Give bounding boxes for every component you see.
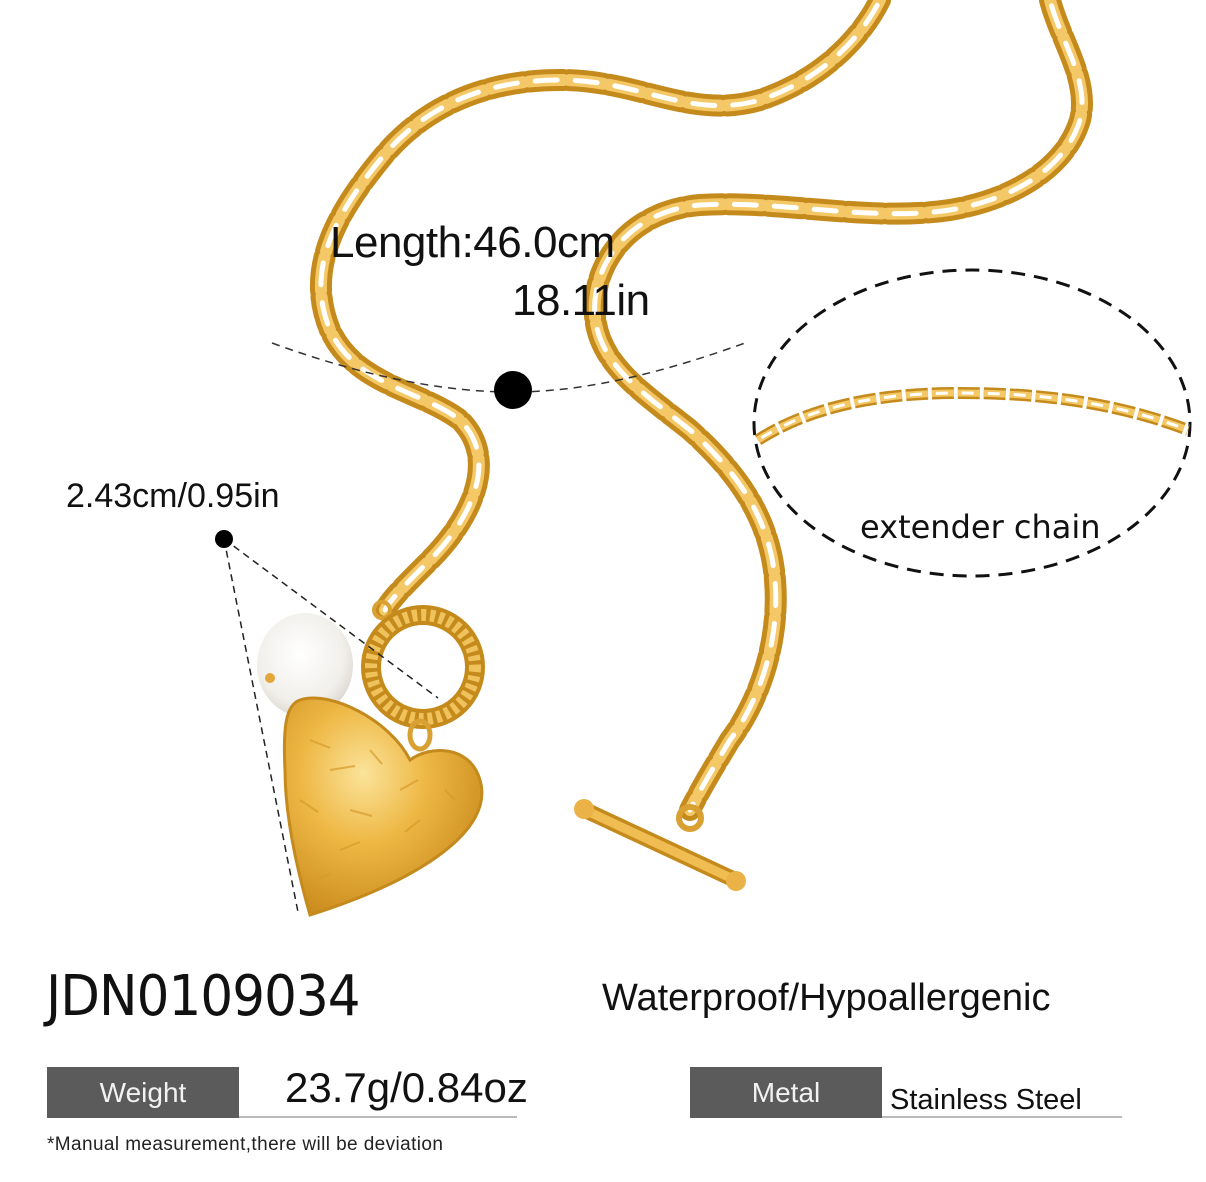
chain-right-strand — [583, 0, 1093, 821]
spec-value-metal: Stainless Steel — [882, 1065, 1122, 1118]
pearl-charm — [257, 600, 392, 717]
pendant-measurement-indicator — [215, 530, 439, 913]
necklace-product-image — [215, 0, 1192, 917]
extender-chain-label: extender chain — [860, 508, 1101, 546]
spec-row-metal: Metal Stainless Steel — [690, 1065, 1122, 1118]
chain-left-strand — [309, 0, 891, 621]
pendant-size-label: 2.43cm/0.95in — [66, 477, 280, 515]
spec-value-weight: 23.7g/0.84oz — [239, 1065, 528, 1118]
spec-label-metal: Metal — [690, 1067, 882, 1118]
toggle-bar-clasp — [574, 799, 746, 891]
length-in-label: 18.11in — [512, 276, 650, 325]
spec-row-weight: Weight 23.7g/0.84oz — [47, 1065, 528, 1118]
length-measurement-indicator — [271, 342, 746, 409]
heart-pendant — [282, 696, 484, 917]
length-cm-label: Length:46.0cm — [330, 218, 615, 267]
measurement-footnote: *Manual measurement,there will be deviat… — [47, 1134, 444, 1155]
product-sku: JDN0109034 — [46, 964, 361, 1029]
product-features: Waterproof/Hypoallergenic — [602, 977, 1051, 1019]
extender-chain-callout — [752, 268, 1192, 578]
toggle-ring-clasp — [361, 605, 485, 729]
spec-label-weight: Weight — [47, 1067, 239, 1118]
